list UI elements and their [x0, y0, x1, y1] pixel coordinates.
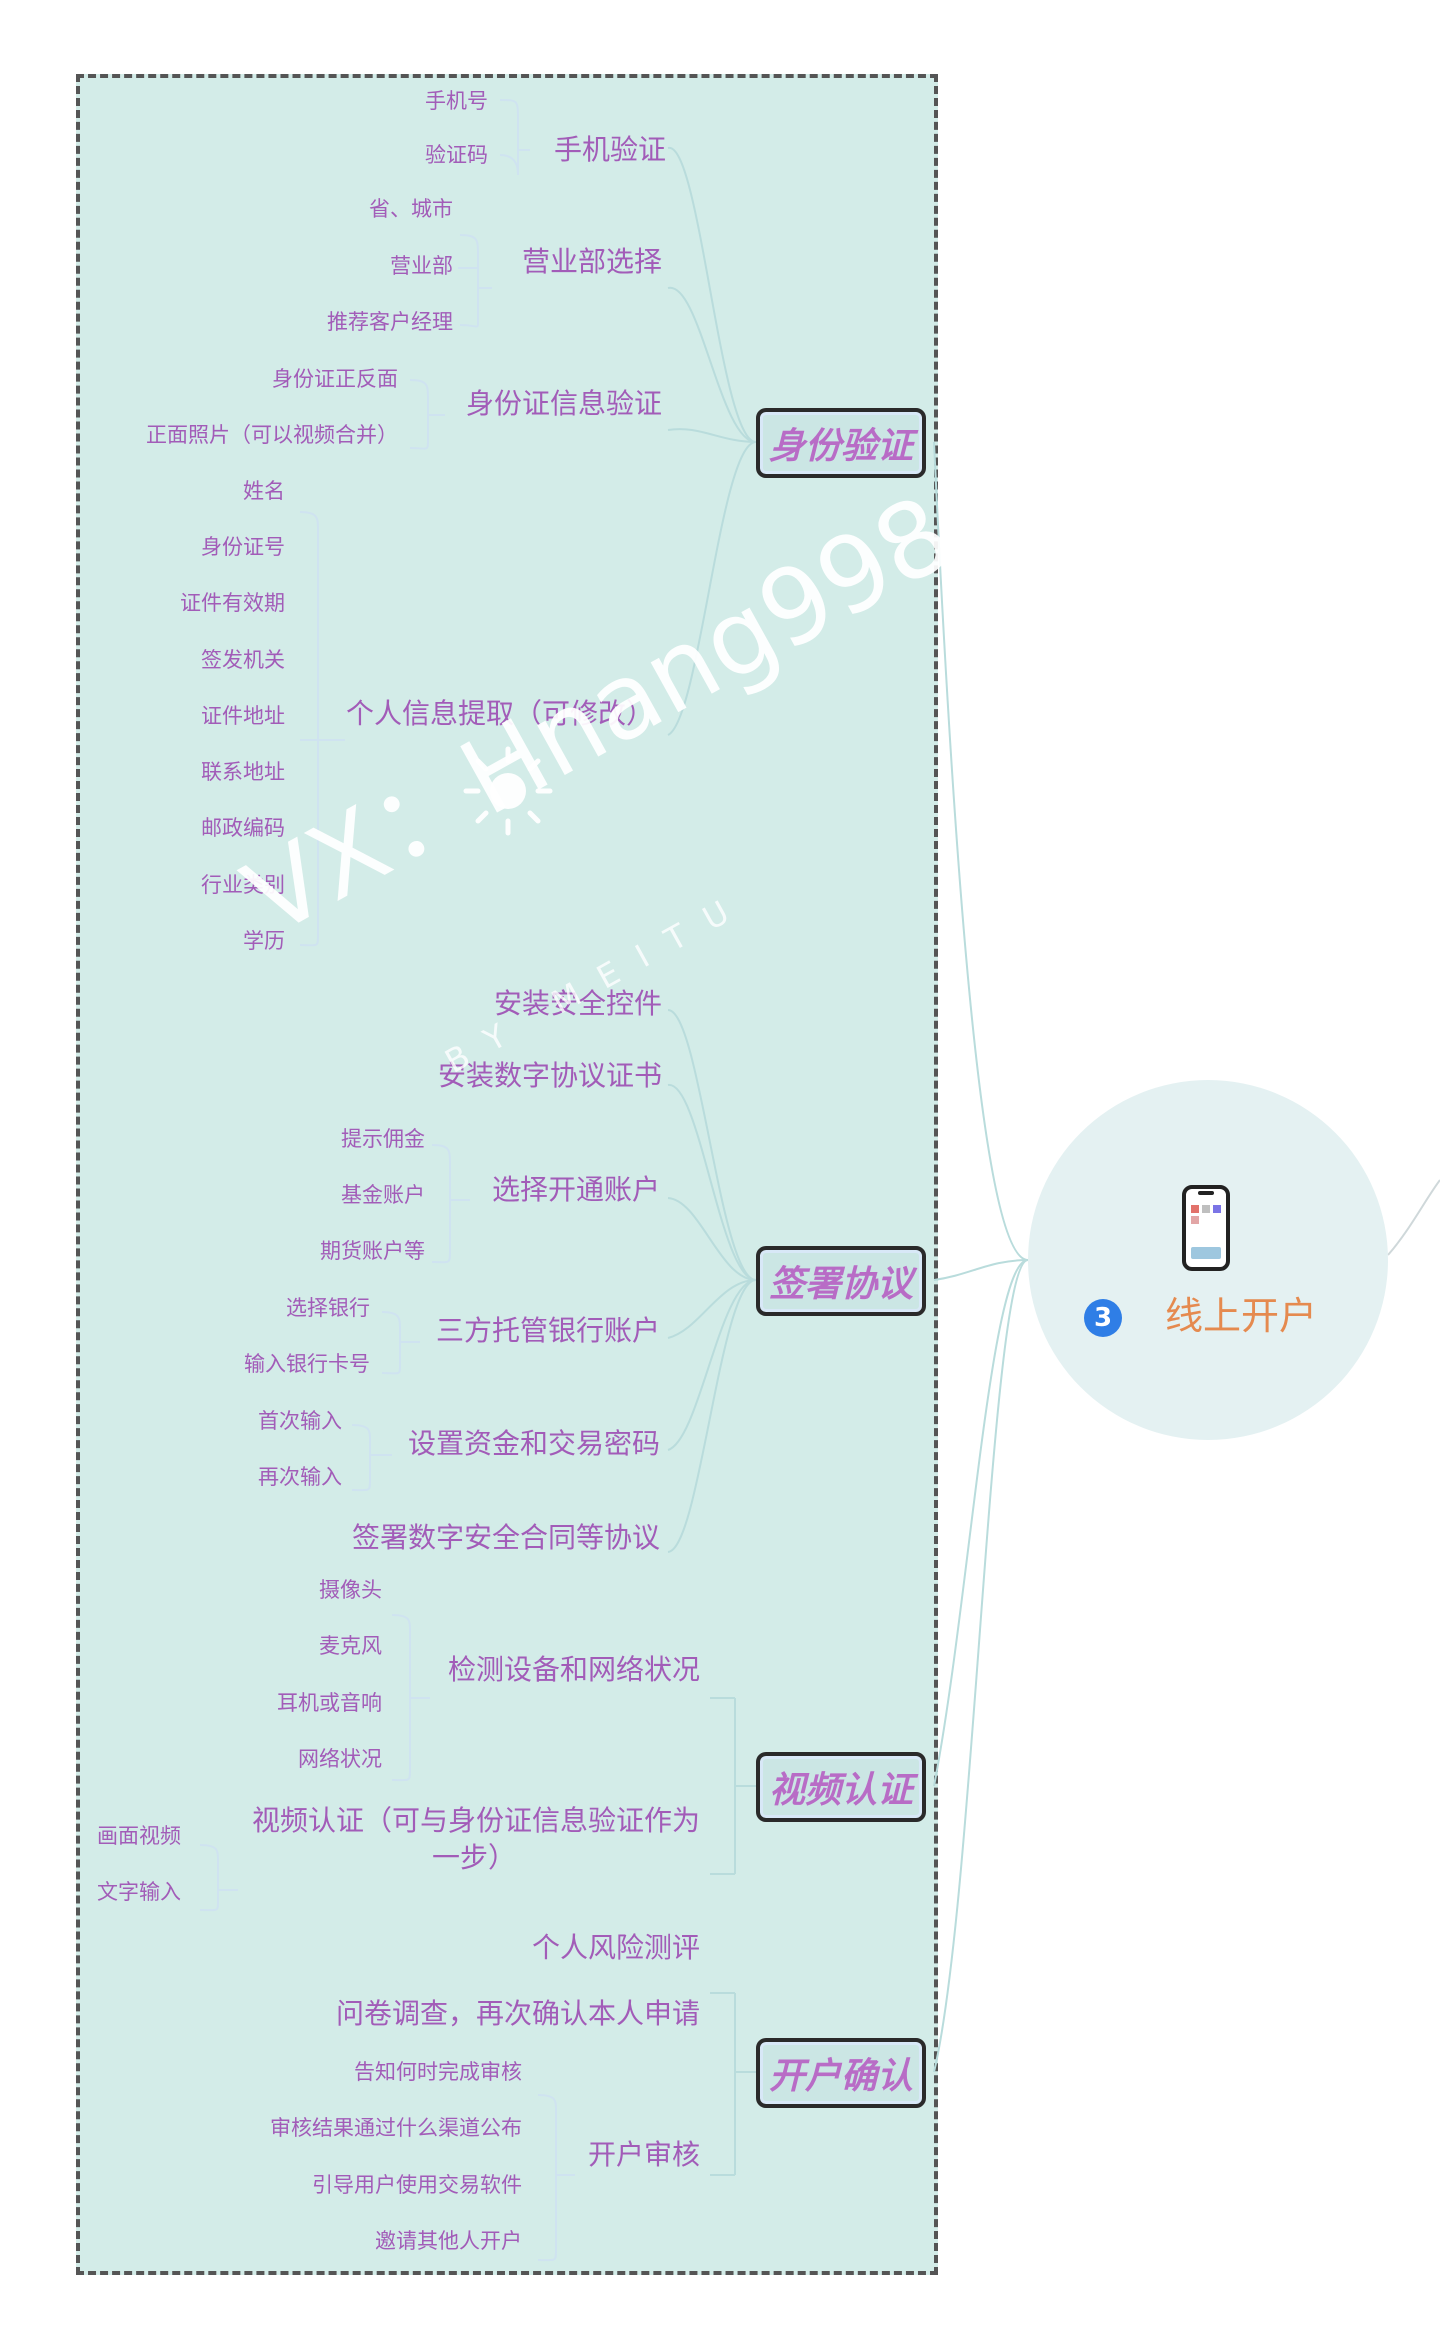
leaf-item: 网络状况 — [298, 1747, 382, 1771]
leaf-item: 画面视频 — [97, 1824, 181, 1848]
node-sign-contracts[interactable]: 签署数字安全合同等协议 — [351, 1521, 660, 1554]
node-video-auth-line1[interactable]: 视频认证（可与身份证信息验证作为 — [251, 1804, 700, 1837]
node-risk-assessment[interactable]: 个人风险测评 — [531, 1931, 700, 1964]
leaf-item: 邀请其他人开户 — [375, 2229, 522, 2253]
node-account-review[interactable]: 开户审核 — [587, 2138, 700, 2171]
node-install-security-control[interactable]: 安装安全控件 — [493, 987, 662, 1020]
category-label: 身份验证 — [768, 426, 913, 467]
node-branch-selection[interactable]: 营业部选择 — [521, 245, 662, 278]
leaf-item: 证件有效期 — [180, 591, 285, 615]
leaf-item: 推荐客户经理 — [327, 310, 453, 334]
node-phone-verification[interactable]: 手机验证 — [553, 133, 666, 166]
sun-icon — [463, 746, 553, 836]
leaf-item: 输入银行卡号 — [244, 1352, 370, 1376]
node-bank-depository[interactable]: 三方托管银行账户 — [435, 1314, 660, 1347]
leaf-item: 姓名 — [243, 479, 285, 503]
leaf-item: 身份证正反面 — [272, 367, 398, 391]
category-account-confirm[interactable]: 开户确认 — [756, 2038, 926, 2108]
category-label: 签署协议 — [768, 1264, 913, 1305]
leaf-item: 基金账户 — [341, 1183, 425, 1207]
leaf-item: 审核结果通过什么渠道公布 — [270, 2116, 522, 2140]
category-video-auth[interactable]: 视频认证 — [756, 1752, 926, 1822]
root-badge: 3 — [1084, 1299, 1122, 1337]
leaf-item: 证件地址 — [201, 704, 285, 728]
leaf-item: 行业类别 — [201, 873, 285, 897]
leaf-item: 文字输入 — [97, 1880, 181, 1904]
category-label: 视频认证 — [768, 1770, 913, 1811]
node-install-certificate[interactable]: 安装数字协议证书 — [437, 1059, 662, 1092]
leaf-item: 提示佣金 — [341, 1127, 425, 1151]
leaf-item: 耳机或音响 — [277, 1691, 382, 1715]
leaf-item: 联系地址 — [201, 760, 285, 784]
node-personal-info[interactable]: 个人信息提取（可修改） — [345, 697, 654, 730]
leaf-item: 正面照片（可以视频合并） — [146, 423, 398, 447]
leaf-item: 引导用户使用交易软件 — [312, 2173, 522, 2197]
leaf-item: 选择银行 — [286, 1296, 370, 1320]
node-video-auth-line2: 一步） — [432, 1841, 517, 1874]
leaf-item: 麦克风 — [319, 1634, 382, 1658]
leaf-item: 期货账户等 — [320, 1239, 425, 1263]
leaf-item: 签发机关 — [201, 648, 285, 672]
phone-icon — [1182, 1185, 1230, 1271]
leaf-item: 省、城市 — [369, 197, 453, 221]
leaf-item: 摄像头 — [319, 1578, 382, 1602]
leaf-item: 邮政编码 — [201, 816, 285, 840]
leaf-item: 首次输入 — [258, 1409, 342, 1433]
root-title: 线上开户 — [1165, 1294, 1318, 1338]
node-set-passwords[interactable]: 设置资金和交易密码 — [407, 1427, 660, 1460]
node-check-devices[interactable]: 检测设备和网络状况 — [447, 1653, 700, 1686]
leaf-item: 再次输入 — [258, 1465, 342, 1489]
leaf-item: 身份证号 — [201, 535, 285, 559]
leaf-item: 学历 — [243, 929, 285, 953]
node-idcard-verification[interactable]: 身份证信息验证 — [465, 387, 662, 420]
category-label: 开户确认 — [768, 2056, 913, 2097]
category-identity-verification[interactable]: 身份验证 — [756, 408, 926, 478]
leaf-item: 手机号 — [425, 89, 488, 113]
node-select-accounts[interactable]: 选择开通账户 — [491, 1173, 660, 1206]
node-questionnaire[interactable]: 问卷调查，再次确认本人申请 — [335, 1997, 700, 2030]
leaf-item: 告知何时完成审核 — [354, 2060, 522, 2084]
category-sign-agreement[interactable]: 签署协议 — [756, 1246, 926, 1316]
leaf-item: 验证码 — [425, 143, 488, 167]
leaf-item: 营业部 — [390, 254, 453, 278]
